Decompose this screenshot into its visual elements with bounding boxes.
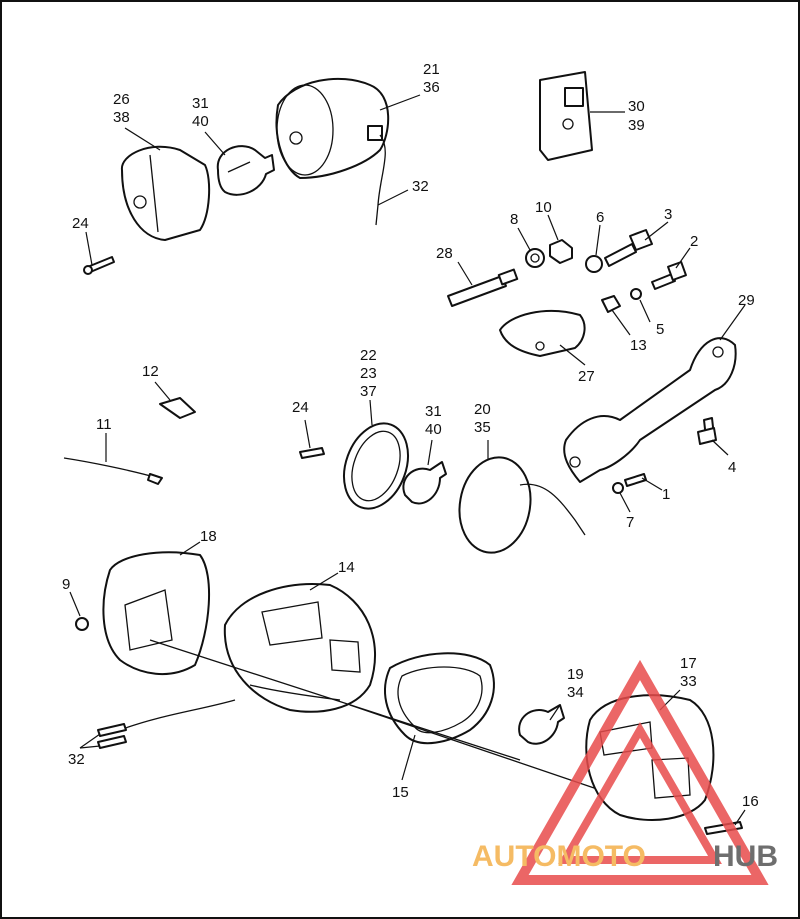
callout-32-top: 32 bbox=[412, 178, 429, 195]
callout-11: 11 bbox=[96, 416, 112, 433]
callout-21-36-a: 21 bbox=[423, 61, 440, 78]
callout-14: 14 bbox=[338, 559, 355, 576]
nut-10 bbox=[549, 239, 573, 264]
callout-2: 2 bbox=[690, 233, 698, 250]
callout-13: 13 bbox=[630, 337, 647, 354]
washer-8 bbox=[525, 248, 545, 268]
leader-lines bbox=[69, 94, 746, 826]
callout-18: 18 bbox=[200, 528, 217, 545]
callout-27: 27 bbox=[578, 368, 595, 385]
screw-24-mid bbox=[299, 447, 325, 459]
turn-signal-lens-part bbox=[458, 456, 586, 554]
callout-29: 29 bbox=[738, 292, 755, 309]
callout-4: 4 bbox=[728, 459, 736, 476]
washer-6 bbox=[585, 255, 603, 273]
washer-8-hole bbox=[530, 253, 540, 263]
callout-9: 9 bbox=[62, 576, 70, 593]
callout-19-34-b: 34 bbox=[567, 684, 584, 701]
callout-17-33-b: 33 bbox=[680, 673, 697, 690]
lens-cap-part bbox=[120, 145, 211, 241]
bolt-4-part bbox=[697, 417, 717, 445]
spacer-13 bbox=[601, 295, 621, 313]
lens-ring-part bbox=[343, 422, 409, 510]
callout-31-40-mid-b: 40 bbox=[425, 421, 442, 438]
callout-7: 7 bbox=[626, 514, 634, 531]
bulb-top-part bbox=[216, 145, 275, 196]
washer-5 bbox=[630, 288, 642, 300]
callout-1: 1 bbox=[662, 486, 670, 503]
mount-plate-18 bbox=[102, 551, 210, 676]
callout-30-39-b: 39 bbox=[628, 117, 645, 134]
clip-12 bbox=[159, 397, 196, 419]
callout-3: 3 bbox=[664, 206, 672, 223]
nut-9 bbox=[75, 617, 89, 631]
callout-5: 5 bbox=[656, 321, 664, 338]
callout-28: 28 bbox=[436, 245, 453, 262]
bracket-27-part bbox=[499, 309, 586, 357]
housing-top-part bbox=[275, 77, 390, 226]
callout-8: 8 bbox=[510, 211, 518, 228]
screw-24-top bbox=[83, 256, 115, 275]
callout-22-23-37-b: 23 bbox=[360, 365, 377, 382]
callout-16: 16 bbox=[742, 793, 759, 810]
stud-28-part bbox=[447, 268, 519, 307]
callout-26-38-a: 26 bbox=[113, 91, 130, 108]
turn-signal-cover-part bbox=[539, 71, 593, 161]
callout-26-38-b: 38 bbox=[113, 109, 130, 126]
gasket-15 bbox=[384, 652, 495, 745]
mounting-bracket-29 bbox=[563, 337, 737, 483]
bulb-19-34-part bbox=[518, 704, 565, 745]
assembly-line-2 bbox=[349, 704, 601, 791]
watermark-inner-triangle-icon bbox=[558, 721, 722, 864]
callout-15: 15 bbox=[392, 784, 409, 801]
bolt-2-part bbox=[651, 261, 687, 290]
callout-21-36-b: 36 bbox=[423, 79, 440, 96]
callout-22-23-37-a: 22 bbox=[360, 347, 377, 364]
callout-31-40-top-a: 31 bbox=[192, 95, 209, 112]
callout-30-39-a: 30 bbox=[628, 98, 645, 115]
assembly-line-1 bbox=[149, 639, 521, 761]
callout-10: 10 bbox=[535, 199, 552, 216]
callout-31-40-top-b: 40 bbox=[192, 113, 209, 130]
callout-12: 12 bbox=[142, 363, 159, 380]
callout-22-23-37-c: 37 bbox=[360, 383, 377, 400]
callout-20-35-b: 35 bbox=[474, 419, 491, 436]
bolt-3-part bbox=[604, 229, 653, 267]
callout-19-34-a: 19 bbox=[567, 666, 584, 683]
callout-labels: 26 38 31 40 21 36 30 39 24 32 8 10 6 3 2… bbox=[62, 61, 759, 810]
callout-24-mid: 24 bbox=[292, 399, 309, 416]
automotohub-watermark: AUTOMOTO HUB bbox=[472, 659, 778, 885]
watermark-text-part-1: AUTOMOTO bbox=[472, 840, 646, 873]
callout-6: 6 bbox=[596, 209, 604, 226]
callout-20-35-a: 20 bbox=[474, 401, 491, 418]
bulb-mid-part bbox=[402, 461, 447, 505]
callout-31-40-mid-a: 31 bbox=[425, 403, 442, 420]
callout-24-top: 24 bbox=[72, 215, 89, 232]
lockwasher-7 bbox=[612, 482, 624, 494]
callout-17-33-a: 17 bbox=[680, 655, 697, 672]
watermark-triangle-icon bbox=[511, 659, 769, 885]
wire-11-terminal bbox=[147, 473, 163, 485]
callout-32-bottom: 32 bbox=[68, 751, 85, 768]
watermark-text-part-2: HUB bbox=[713, 840, 778, 873]
